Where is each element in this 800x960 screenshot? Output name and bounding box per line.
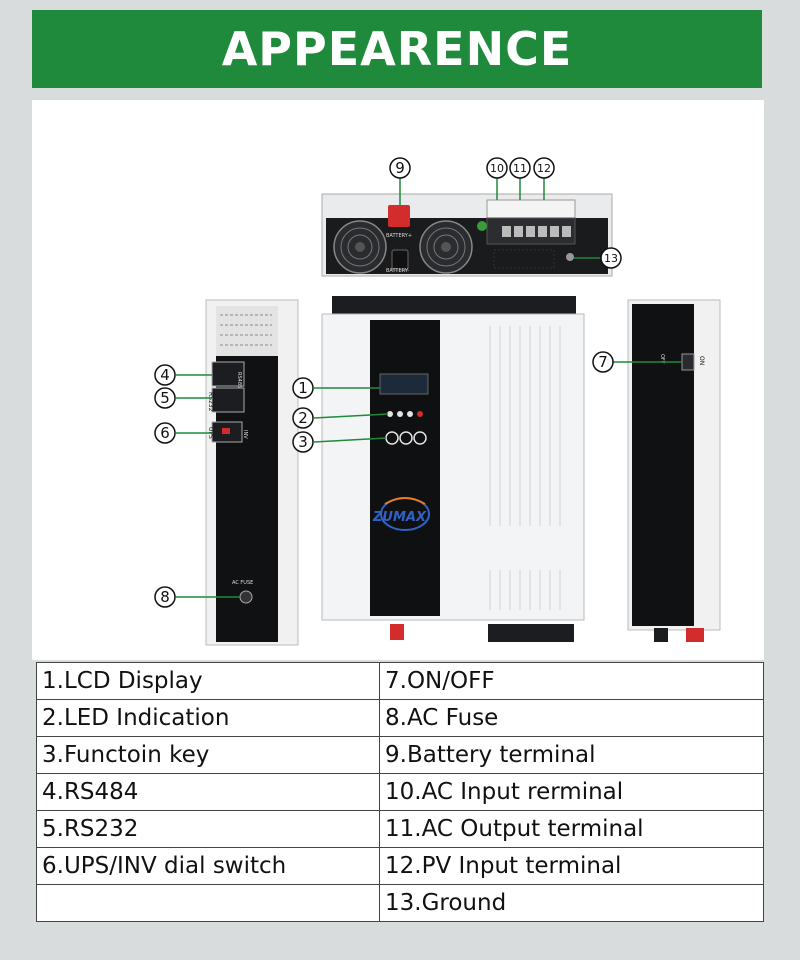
right-negative-terminal [654, 628, 668, 642]
svg-text:2: 2 [298, 409, 308, 427]
front-control-panel [370, 320, 440, 616]
rs485-label: RS485 [236, 372, 242, 388]
right-positive-terminal [686, 628, 704, 642]
inv-label: INV [242, 430, 248, 439]
vent-slots [493, 249, 555, 269]
callout-2: 2 [292, 407, 314, 429]
ac-fuse-label: AC FUSE [232, 580, 253, 586]
callout-10: 10 [486, 157, 508, 179]
on-off-switch [681, 353, 695, 371]
left-vent-lines [220, 314, 272, 346]
right-side-panel [632, 304, 694, 626]
legend-cell: 1.LCD Display [36, 662, 380, 700]
legend-cell: 11.AC Output terminal [379, 810, 764, 848]
callout-lines [176, 178, 682, 598]
front-bottom-connector [488, 624, 574, 642]
table-row: 1.LCD Display 7.ON/OFF [36, 662, 764, 700]
zumax-logo: ZUMAX [372, 497, 430, 531]
svg-text:3: 3 [298, 433, 308, 451]
callout-9: 9 [389, 157, 411, 179]
lcd-display [379, 373, 429, 395]
terminal-screws [502, 226, 571, 237]
callout-6: 6 [154, 422, 176, 444]
callout-3: 3 [292, 431, 314, 453]
off-label: OFF [659, 354, 665, 364]
callout-1: 1 [292, 377, 314, 399]
rs232-port [211, 387, 245, 413]
table-row: 3.Functoin key 9.Battery terminal [36, 736, 764, 774]
led-indicators [387, 411, 423, 417]
table-row: 13.Ground [36, 884, 764, 922]
product-diagram-panel: BATTERY+ BATTERY- RS485 [32, 100, 764, 660]
header-banner: APPEARENCE [32, 10, 762, 88]
svg-text:1: 1 [298, 379, 308, 397]
function-keys [385, 431, 427, 445]
svg-text:5: 5 [160, 389, 170, 407]
battery-pos-label: BATTERY+ [386, 233, 412, 239]
rs232-label: RS232 [207, 392, 214, 412]
ground-screw-green [477, 221, 487, 231]
battery-neg-label: BATTERY- [386, 268, 409, 274]
svg-text:8: 8 [160, 588, 170, 606]
table-row: 6.UPS/INV dial switch 12.PV Input termin… [36, 847, 764, 885]
svg-text:11: 11 [513, 162, 527, 175]
left-side-view: RS485 RS232 UPS INV AC FUSE [205, 299, 299, 646]
legend-cell: 7.ON/OFF [379, 662, 764, 700]
legend-cell: 4.RS484 [36, 773, 380, 811]
callout-5: 5 [154, 387, 176, 409]
legend-cell: 8.AC Fuse [379, 699, 764, 737]
battery-positive-terminal [388, 205, 410, 227]
front-vent-ribs [489, 326, 561, 610]
wall-bracket [332, 296, 576, 318]
callout-12: 12 [533, 157, 555, 179]
table-row: 2.LED Indication 8.AC Fuse [36, 699, 764, 737]
legend-cell: 10.AC Input rerminal [379, 773, 764, 811]
ground-screw [566, 253, 574, 261]
svg-text:9: 9 [395, 159, 405, 177]
table-row: 5.RS232 11.AC Output terminal [36, 810, 764, 848]
legend-table: 1.LCD Display 7.ON/OFF 2.LED Indication … [36, 662, 764, 922]
ups-inv-switch-knob [222, 428, 230, 434]
callout-11: 11 [509, 157, 531, 179]
inverter-diagram: BATTERY+ BATTERY- RS485 [154, 157, 721, 646]
callout-4: 4 [154, 364, 176, 386]
brand-name: ZUMAX [372, 510, 427, 525]
callout-7: 7 [592, 351, 614, 373]
callout-8: 8 [154, 586, 176, 608]
top-view: BATTERY+ BATTERY- [321, 193, 613, 277]
on-label: ON [698, 356, 705, 365]
right-side-view: OFF ON [627, 299, 721, 642]
legend-cell: 5.RS232 [36, 810, 380, 848]
legend-cell [36, 884, 380, 922]
battery-negative-terminal [391, 249, 409, 271]
svg-text:13: 13 [604, 252, 618, 265]
front-enclosure [321, 313, 585, 621]
legend-cell: 2.LED Indication [36, 699, 380, 737]
legend-cell: 12.PV Input terminal [379, 847, 764, 885]
rs485-port [211, 361, 245, 387]
callout-13: 13 [600, 247, 622, 269]
terminal-label-strip [486, 199, 576, 219]
svg-text:6: 6 [160, 424, 170, 442]
legend-cell: 9.Battery terminal [379, 736, 764, 774]
left-side-vent [216, 306, 278, 356]
table-row: 4.RS484 10.AC Input rerminal [36, 773, 764, 811]
legend-cell: 6.UPS/INV dial switch [36, 847, 380, 885]
svg-text:12: 12 [537, 162, 551, 175]
callout-markers: 9 10 11 12 13 4 5 6 1 2 3 7 8 [154, 157, 622, 608]
page-title: APPEARENCE [221, 22, 573, 76]
svg-text:4: 4 [160, 366, 170, 384]
svg-text:7: 7 [598, 353, 608, 371]
svg-text:10: 10 [490, 162, 504, 175]
legend-cell: 13.Ground [379, 884, 764, 922]
fan-left [333, 220, 387, 274]
front-battery-terminal [390, 624, 404, 640]
fan-right [419, 220, 473, 274]
ac-fuse [239, 590, 253, 604]
front-view: ZUMAX [321, 296, 585, 642]
legend-cell: 3.Functoin key [36, 736, 380, 774]
